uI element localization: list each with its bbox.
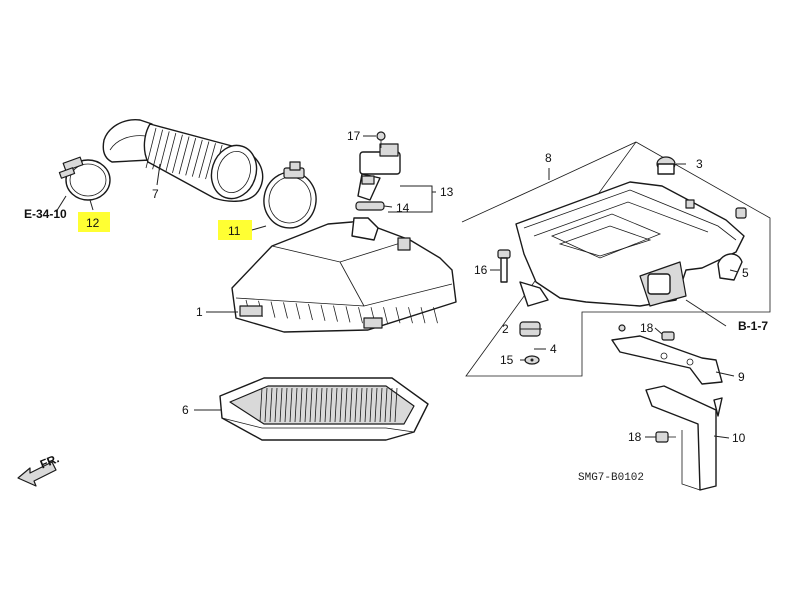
filter-pleat: [274, 387, 278, 423]
callout-10: 10: [732, 431, 746, 445]
highlight-part-11: [218, 220, 252, 240]
filter-pleat: [339, 387, 343, 423]
filter-pleat: [304, 387, 308, 423]
part-8-group-outline: [461, 141, 771, 377]
cover-rib: [345, 306, 351, 323]
tube-rib: [191, 139, 203, 177]
part-13-air-flow-sensor: [357, 143, 401, 201]
tube-rib: [172, 134, 183, 174]
diagram-code: SMG7-B0102: [578, 472, 644, 484]
callout-1: 1: [196, 305, 203, 319]
tube-rib: [185, 138, 197, 176]
reference-b-1-7: B-1-7: [738, 319, 768, 333]
part-5-clip: [717, 253, 743, 281]
filter-pleat: [384, 387, 388, 423]
callout-9: 9: [738, 370, 745, 384]
cover-rib: [383, 307, 388, 324]
part-16-bolt: [497, 249, 511, 283]
front-direction-arrow-icon: [17, 461, 57, 487]
callout-3: 3: [696, 157, 703, 171]
callout-13: 13: [440, 185, 454, 199]
callout-16: 16: [474, 263, 488, 277]
filter-pleat: [374, 387, 378, 423]
tube-rib: [198, 141, 210, 178]
cover-rib: [270, 301, 276, 318]
filter-pleat: [389, 387, 393, 423]
filter-pleat: [334, 387, 338, 423]
tube-rib: [205, 143, 216, 180]
callout-11: 11: [228, 224, 241, 238]
filter-pleat: [269, 387, 273, 423]
filter-pleat: [294, 387, 298, 423]
cover-rib: [333, 305, 338, 322]
filter-pleat: [344, 387, 348, 423]
callout-18-lower: 18: [628, 430, 642, 444]
filter-pleat: [299, 387, 303, 423]
tube-rib: [152, 129, 164, 170]
part-12-hose-clamp: [58, 156, 111, 201]
tube-rib: [145, 127, 157, 169]
part-18-bolts: [655, 331, 676, 443]
callout-14: 14: [396, 201, 410, 215]
filter-pleat: [259, 387, 263, 423]
filter-pleat: [349, 387, 353, 423]
part-9-bracket: [611, 324, 723, 385]
callout-6: 6: [182, 403, 189, 417]
highlight-part-12: [78, 212, 110, 232]
part-15-washer: [524, 355, 540, 365]
part-10-stay: [645, 385, 723, 491]
callout-18-upper: 18: [640, 321, 654, 335]
part-7-intake-tube: [102, 119, 264, 202]
filter-pleat: [354, 387, 358, 423]
part-11-hose-clamp: [263, 161, 317, 229]
filter-pleat: [369, 387, 373, 423]
callout-2: 2: [502, 322, 509, 336]
filter-pleat: [314, 387, 318, 423]
filter-pleat: [394, 387, 398, 423]
filter-pleat: [324, 387, 328, 423]
filter-pleat: [279, 387, 283, 423]
filter-pleats: [259, 387, 398, 423]
cover-rib: [308, 303, 313, 321]
part-1-air-cleaner-cover: [231, 217, 457, 333]
reference-e-34-10: E-34-10: [24, 207, 67, 221]
cover-rib: [358, 307, 363, 324]
part-17-screw: [376, 131, 386, 148]
callout-8: 8: [545, 151, 552, 165]
cover-rib: [283, 302, 288, 319]
part-3-grommet: [656, 156, 676, 175]
tube-rib: [165, 132, 177, 172]
cover-rib: [433, 307, 438, 324]
part-14-o-ring: [355, 201, 385, 211]
cover-rib: [395, 307, 401, 324]
part-6-air-filter-element: [219, 377, 429, 441]
filter-pleat: [364, 387, 368, 423]
callout-7: 7: [152, 187, 159, 201]
filter-pleat: [289, 387, 293, 423]
cover-rib: [408, 307, 413, 324]
callout-4: 4: [550, 342, 557, 356]
cover-rib: [295, 303, 301, 320]
cover-rib: [320, 304, 326, 321]
callout-15: 15: [500, 353, 514, 367]
front-mark-label: FR.: [38, 451, 61, 471]
filter-pleat: [319, 387, 323, 423]
filter-pleat: [309, 387, 313, 423]
tube-rib: [178, 136, 190, 175]
callout-12: 12: [86, 216, 100, 230]
filter-pleat: [284, 387, 288, 423]
callout-17: 17: [347, 129, 361, 143]
filter-pleat: [379, 387, 383, 423]
part-8-air-cleaner-case: [515, 181, 747, 307]
filter-pleat: [264, 387, 268, 423]
callout-5: 5: [742, 266, 749, 280]
cover-rib: [420, 307, 426, 324]
filter-pleat: [329, 387, 333, 423]
filter-pleat: [359, 387, 363, 423]
tube-rib: [158, 131, 170, 171]
leader-lines: [55, 135, 739, 439]
